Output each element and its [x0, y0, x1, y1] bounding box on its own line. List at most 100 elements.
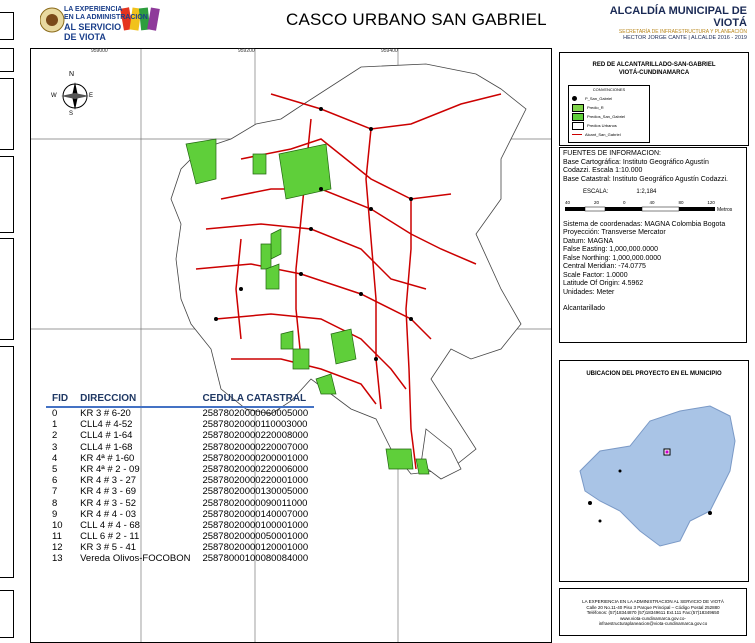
direccion-cell: CLL4 # 1-68 [80, 441, 133, 453]
left-cropped-strip [0, 0, 16, 641]
crs-line: Latitude Of Origin: 4.5962 [563, 280, 644, 287]
logo-line: AL SERVICIO [64, 22, 122, 32]
alcaldia-name: ALCALDÍA MUNICIPAL DE VIOTÁ [609, 5, 747, 29]
crs-line: Scale Factor: 1.0000 [563, 271, 628, 279]
footer-line: LA EXPERIENCIA EN LA ADMINISTRACION AL S… [582, 599, 724, 604]
legend-swatch [572, 134, 582, 135]
cedula-cell: 25878020000050001000 [202, 531, 309, 543]
compass-s: S [69, 111, 74, 117]
scale-ticks: 40 20 0 40 80 120 [565, 199, 715, 208]
legend-swatch [572, 121, 584, 130]
fid-cell: 0 [52, 408, 58, 419]
legend-item: P_San_Gabriel [569, 94, 649, 103]
scale-tick: 40 [565, 199, 571, 205]
panel-title-line: RED DE ALCANTARILLADO-SAN-GABRIEL [592, 62, 716, 68]
sources-heading: FUENTES DE INFORMACION: [563, 150, 662, 157]
direccion-cell: CLL4 # 1-64 [80, 430, 133, 442]
direccion-cell: CLL 4 # 4 - 68 [80, 519, 140, 531]
scale-bar-graphic [565, 206, 715, 211]
legend-label: Predio_R [587, 105, 604, 110]
crs-line: Datum: MAGNA [563, 237, 614, 245]
fid-cell: 9 [52, 508, 58, 520]
fid-cell: 7 [52, 486, 58, 498]
secretaria-name: SECRETARÍA DE INFRAESTRUCTURA Y PLANEACI… [618, 29, 747, 35]
location-panel: UBICACION DEL PROYECTO EN EL MUNICIPIO [559, 360, 749, 582]
footer-line: infraestructuraplaneacion@viota-cundinam… [598, 621, 708, 626]
cedula-cell: 25878000100080084000 [202, 553, 309, 565]
col-direccion: DIRECCION [74, 393, 197, 408]
direccion-cell: KR 4 # 3 - 52 [80, 497, 137, 509]
panel-title: RED DE ALCANTARILLADO-SAN-GABRIEL VIOTÁ-… [560, 61, 748, 77]
fid-cell: 12 [52, 542, 63, 554]
fid-cell: 13 [52, 553, 63, 565]
legend-item: Predios_San_Gabriel [569, 112, 649, 121]
fid-cell: 2 [52, 430, 58, 442]
legend-item: Predios Urbanos [569, 121, 649, 130]
legend-label: Alcant_San_Gabriel [585, 132, 621, 137]
scale-tick: 40 [649, 199, 655, 205]
direccion-cell: Vereda Olivos-FOCOBON [80, 553, 191, 565]
direccion-cell: CLL4 # 4-52 [80, 419, 133, 431]
cedula-cell: 25878020000220007000 [202, 441, 309, 453]
location-title: UBICACION DEL PROYECTO EN EL MUNICIPIO [586, 371, 722, 377]
col-cedula: CEDULA CATASTRAL [196, 393, 315, 408]
parcel-table: FID DIRECCION CEDULA CATASTRAL 0 KR 3 # 6… [46, 393, 315, 565]
fid-cell: 6 [52, 475, 58, 487]
col-fid: FID [46, 393, 75, 408]
fid-cell: 4 [52, 452, 58, 464]
legend-swatch [572, 96, 577, 101]
footer-line: www.viota-cundinamarca.gov.co- [620, 615, 686, 621]
fid-cell: 5 [52, 463, 58, 475]
strip-box [0, 590, 14, 638]
fid-cell: 1 [52, 419, 58, 431]
logo-line: LA EXPERIENCIA [64, 6, 123, 13]
cedula-cell: 25878020000060005000 [202, 408, 309, 419]
crs-line: Sistema de coordenadas: MAGNA Colombia B… [563, 220, 726, 228]
crs-line: False Easting: 1,000,000.0000 [563, 246, 658, 253]
flow-arrows [214, 107, 413, 361]
strip-box [0, 346, 14, 578]
coord-top: 959200 [238, 48, 255, 54]
cedula-cell: 25878020000220006000 [202, 463, 309, 475]
coord-top: 959400 [381, 48, 398, 54]
footer-line: Calle 20 No.11-40 Piso 3 Parque Principa… [586, 604, 720, 610]
strip-box [0, 238, 14, 340]
municipality-map [579, 405, 736, 547]
cadastral-parcels [185, 138, 430, 475]
scale-row: ESCALA: 1:2,184 [583, 188, 743, 197]
crs-line: Proyección: Transverse Mercator [563, 229, 666, 236]
panel-title-line: VIOTÁ-CUNDINAMARCA [618, 70, 690, 76]
cedula-cell: 25878020000220001000 [202, 475, 309, 487]
table-header-row: FID DIRECCION CEDULA CATASTRAL [46, 393, 315, 408]
scale-label: ESCALA: [583, 189, 609, 195]
strip-box [0, 48, 14, 72]
sources-panel: FUENTES DE INFORMACION: Base Cartográfic… [559, 147, 747, 343]
cedula-cell: 25878020000140007000 [202, 508, 309, 520]
legend-title: CONVENCIONES [592, 87, 626, 92]
crs-line: Central Meridian: -74.0775 [563, 263, 646, 270]
scale-tick: 0 [622, 199, 626, 205]
crs-block: Sistema de coordenadas: MAGNA Colombia B… [563, 221, 743, 298]
map-theme: Alcantarillado [563, 305, 606, 312]
scale-tick: 120 [707, 199, 715, 205]
table-row: 0 KR 3 # 6-20 25878020000060005000 [46, 407, 314, 419]
direccion-cell: KR 3 # 6-20 [80, 408, 131, 419]
scale-tick: 20 [593, 199, 599, 205]
sources-line: Codazzi. Escala 1:10.000 [563, 167, 643, 174]
logo-line: DE VIOTA [64, 32, 106, 42]
scale-value: 1:2,184 [636, 189, 657, 195]
strip-box [0, 12, 14, 40]
fid-cell: 10 [52, 519, 63, 531]
direccion-cell: KR 4ª # 1-60 [80, 452, 135, 464]
fid-cell: 8 [52, 497, 58, 509]
footer-line: Teléfonos: (57)18344870 (57)18349611 Ext… [586, 610, 720, 615]
legend-item: Predio_R [569, 103, 649, 112]
map-title: CASCO URBANO SAN GABRIEL [286, 10, 547, 29]
